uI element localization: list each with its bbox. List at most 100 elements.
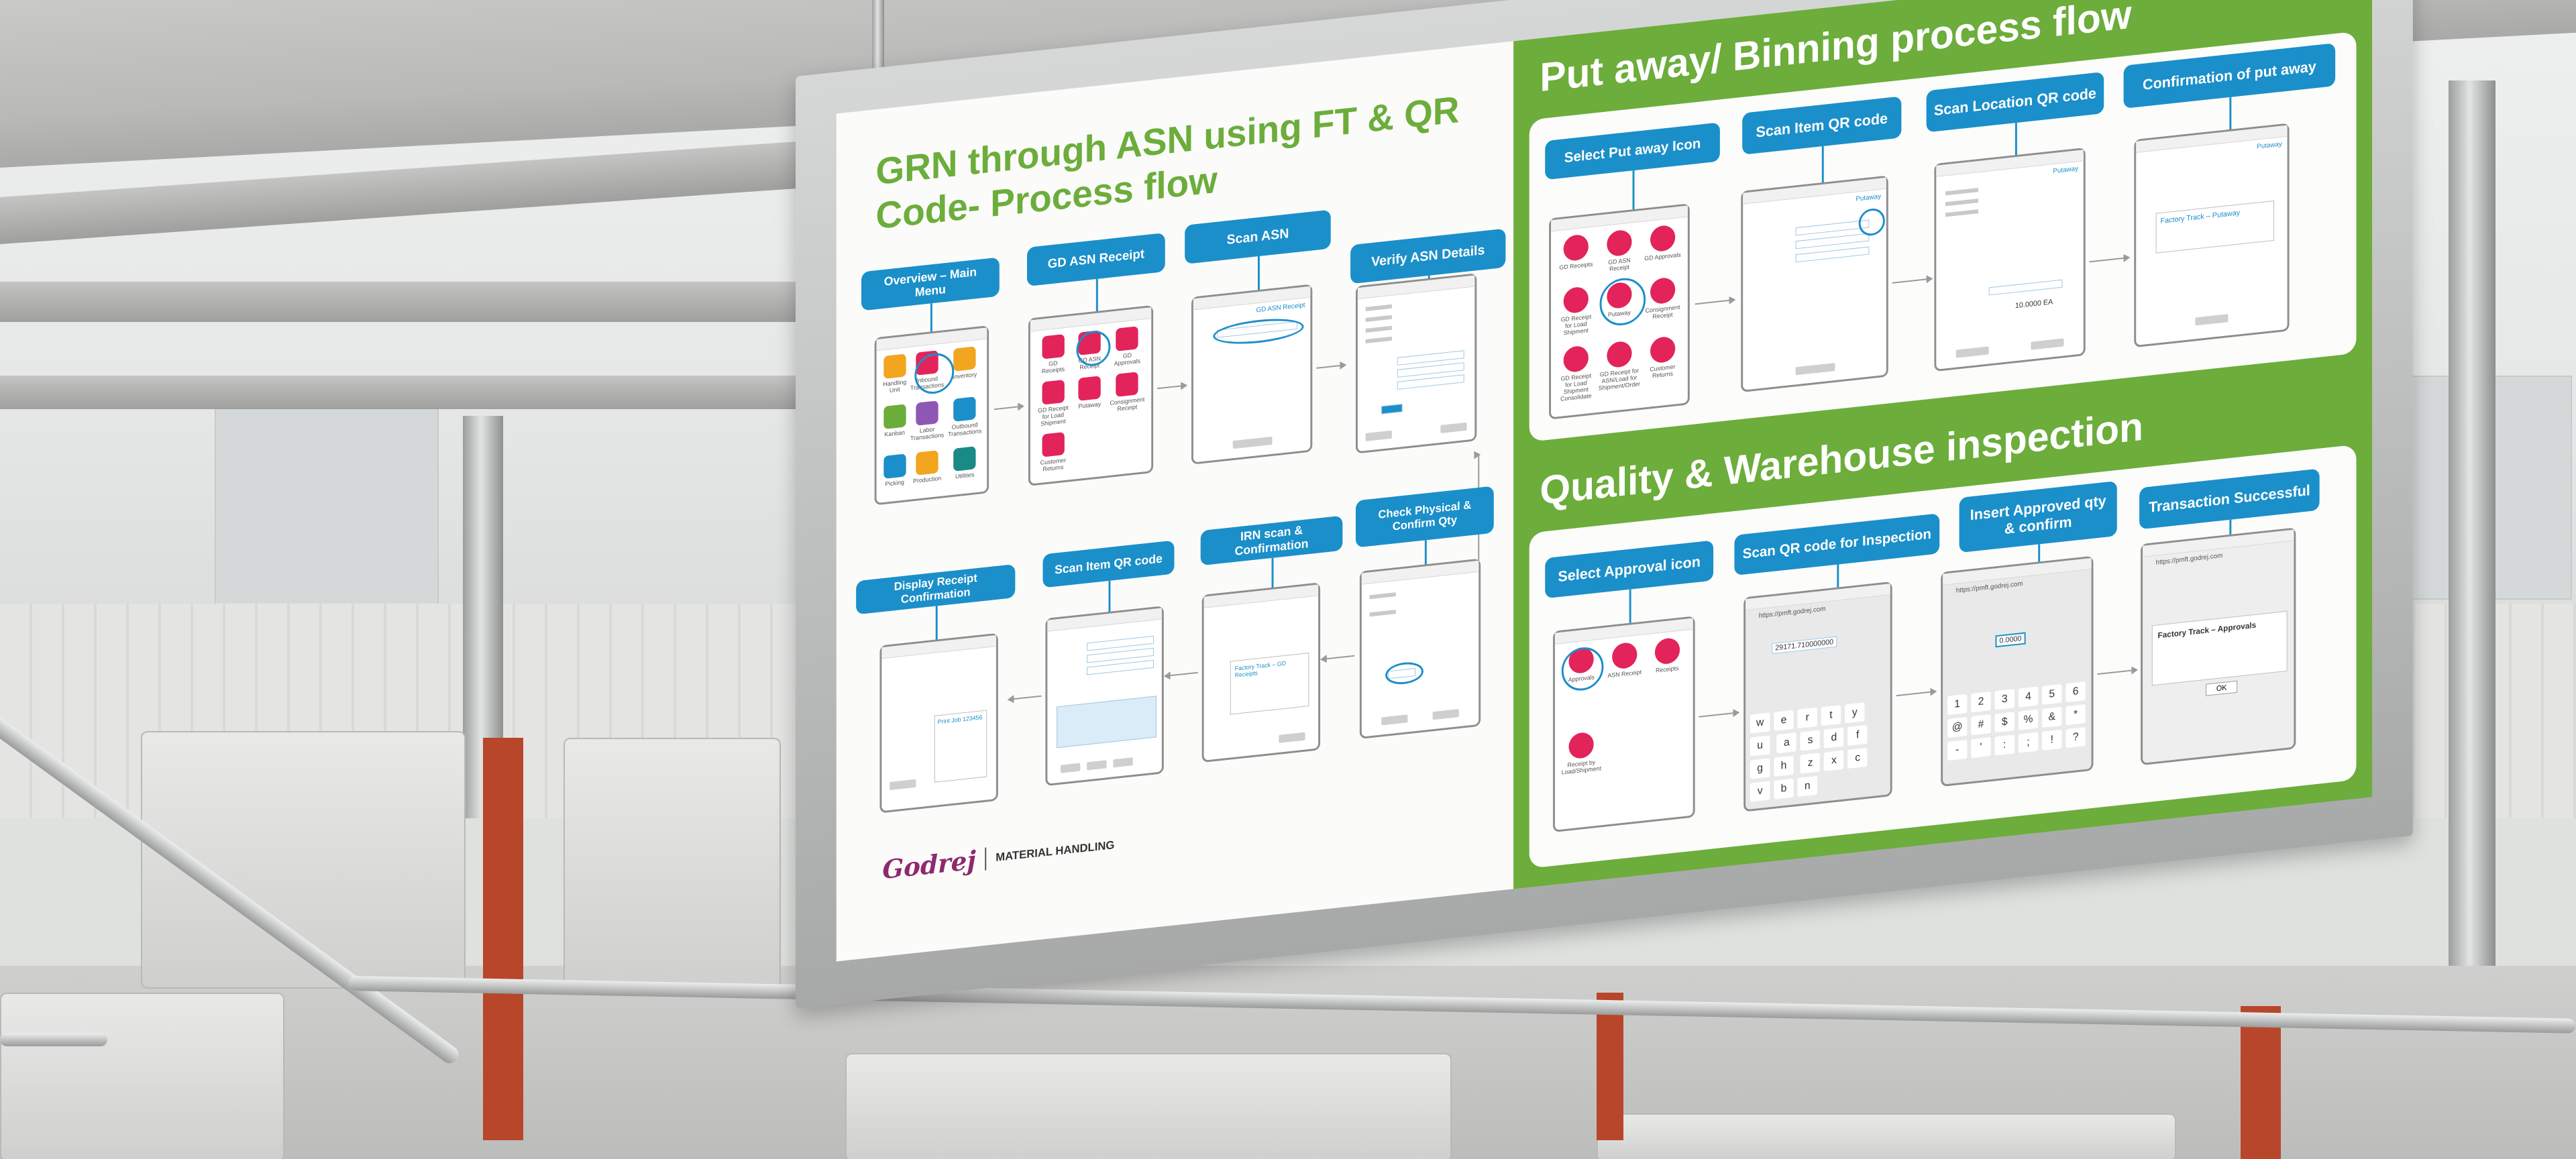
step-scan-item-qr: Scan Item QR code [1042,541,1174,588]
seat-front-1 [0,993,284,1159]
screen-check-physical [1360,559,1481,739]
consignment-icon [1116,372,1138,397]
key-semicolon: ; [2019,732,2038,753]
key-star: * [2065,704,2085,725]
flow-arrow [1892,278,1932,284]
key-quote: ' [1971,737,1990,758]
irn-popup: Factory Track – GD Receipts [1230,653,1309,715]
key-s: s [1801,730,1820,751]
action-button [1061,763,1080,773]
key-percent: % [2019,710,2038,730]
receipt-menu-item: GD Receipts [1037,333,1069,378]
step-scan-item-qr-putaway: Scan Item QR code [1742,96,1901,154]
roof-beam-3 [0,376,805,409]
screen-header: Putaway [2053,165,2078,175]
menu-label: Outbound Transactions [948,421,981,437]
seat-back-2 [564,738,781,989]
key-a: a [1777,732,1796,753]
screen-receipt-menu: GD Receipts GD ASN Receipt GD Approvals … [1028,305,1153,486]
building-glass [215,402,439,620]
screen-approval-menu: Approvals ASN Receipt Receipts Receipt b… [1553,616,1695,832]
receipt-menu-item: Consignment Receipt [1110,371,1144,423]
success-popup-text: Factory Track – Approvals [2158,618,2282,641]
step-overview-main-menu: Overview – Main Menu [861,257,1000,311]
quality-pane: Select Approval icon Scan QR code for In… [1529,445,2357,869]
highlight-ring [1859,207,1885,237]
approval-menu-item: ASN Receipt [1605,641,1644,726]
putaway-pane: Select Put away Icon Scan Item QR code S… [1529,32,2357,442]
menu-label: Kanban [885,429,905,437]
seat-front-2 [845,1053,1452,1159]
menu-kanban: Kanban [883,404,906,452]
key-1: 1 [1947,694,1967,715]
screen-status-bar [1362,561,1479,585]
menu-label: Customer Returns [1037,456,1069,473]
handrail-3 [0,1033,107,1046]
qty-field [1381,404,1402,414]
consignment-icon [1650,277,1675,305]
screen-insert-qty: https://pmft.godrej.com 0.0000 123456 @#… [1941,556,2093,787]
menu-handling-unit: Handling Unit [883,353,906,402]
putaway-menu-item: GD ASN Receipt [1599,228,1640,281]
back-button [1366,431,1392,441]
key-at: @ [1947,717,1967,738]
putaway-confirm-popup: Factory Track – Putaway [2156,201,2274,254]
item-field [1796,247,1870,263]
next-button [1433,709,1459,720]
putaway-menu-item: Consignment Receipt [1644,276,1681,335]
key-z: z [1801,753,1820,773]
back-button [890,779,916,790]
step-transaction-successful: Transaction Successful [2139,469,2320,530]
seat-bracket-3 [2241,1006,2281,1159]
menu-label: Consignment Receipt [1644,304,1681,321]
key-r: r [1798,708,1817,728]
screen-putaway-menu: GD Receipts GD ASN Receipt GD Approvals … [1549,203,1690,419]
key-amp: & [2042,707,2061,728]
key-w: w [1750,712,1770,733]
customer-returns-icon [1650,336,1675,364]
receipt-menu-item: Customer Returns [1037,431,1069,476]
next-button [1440,423,1466,433]
key-u: u [1750,735,1770,756]
key-6: 6 [2065,681,2085,702]
detail-field [1397,374,1464,390]
key-dollar: $ [1995,712,2015,732]
menu-picking: Picking [883,454,906,496]
screen-scan-inspection: https://pmft.godrej.com 29171.710000000 … [1743,582,1892,812]
key-h: h [1774,756,1793,777]
save-button [2031,338,2063,349]
putaway-menu-item: GD Receipts [1558,233,1595,285]
screen-putaway-confirm: Putaway Factory Track – Putaway [2134,123,2289,347]
screen-scan-item-qr [1045,606,1163,786]
key-n: n [1798,776,1817,797]
step-scan-asn: Scan ASN [1185,210,1331,264]
poster-title: GRN through ASN using FT & QR Code- Proc… [876,87,1460,238]
field-label [1366,326,1392,333]
key-4: 4 [2019,687,2038,708]
seat-bracket-1 [483,738,523,1140]
flow-arrow [1896,691,1936,696]
menu-label: GD Receipts [1037,358,1069,375]
step-irn-scan: IRN scan & Confirmation [1201,516,1343,566]
asn-receipt-icon [1607,229,1631,257]
key-y: y [1845,702,1864,723]
receipts-icon [1564,233,1589,262]
step-gd-asn-receipt: GD ASN Receipt [1027,233,1165,286]
action-button [1087,760,1106,770]
step-check-physical-confirm: Check Physical & Confirm Qty [1356,486,1494,547]
screen-header: GD ASN Receipt [1256,302,1305,315]
seat-front-3 [1597,1113,2176,1159]
field-label [1366,337,1392,343]
billboard: GRN through ASN using FT & QR Code- Proc… [796,0,2413,1009]
menu-labor: Labor Transactions [910,400,944,449]
putaway-menu-item: GD Receipt for Load Shipment [1558,285,1595,344]
step-insert-approved-qty: Insert Approved qty & confirm [1960,481,2117,553]
menu-utilities: Utilities [948,446,981,489]
item-detail-panel [1057,696,1157,748]
key-2: 2 [1971,692,1990,712]
consolidate-icon [1564,345,1589,373]
receipt-menu-item: GD Approvals [1110,325,1144,371]
next-button [1796,363,1835,375]
